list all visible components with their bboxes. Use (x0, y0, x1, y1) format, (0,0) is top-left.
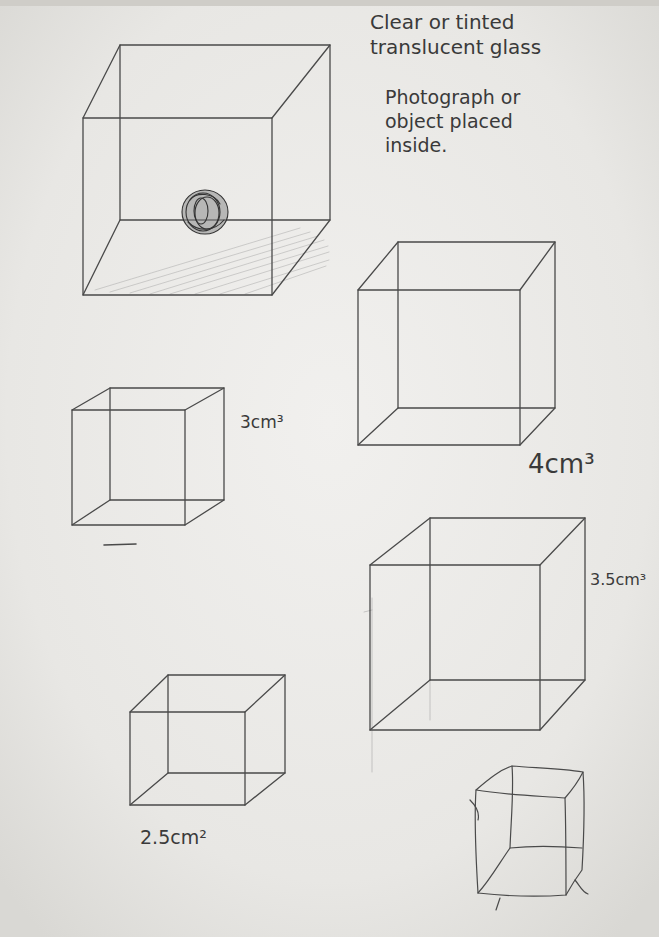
dimension-label: 4cm³ (528, 448, 595, 481)
glass-cube-large (83, 45, 330, 295)
freehand-cube (470, 766, 588, 910)
construction-lines (364, 598, 430, 772)
glass-cube-2-5cm (130, 675, 285, 805)
dimension-label: 3.5cm³ (590, 570, 646, 590)
page-edge (0, 0, 659, 6)
cube-shading (95, 228, 329, 294)
glass-cube-3-5cm (364, 518, 585, 772)
glass-cube-4cm (358, 242, 555, 445)
underline-mark (104, 544, 136, 545)
handwritten-note: Clear or tinted translucent glass (370, 10, 585, 60)
dimension-label: 2.5cm² (140, 826, 207, 850)
object-inside (182, 190, 228, 234)
glass-cube-3cm (72, 388, 224, 545)
dimension-label: 3cm³ (240, 412, 284, 433)
handwritten-note: Photograph or object placed inside. (385, 86, 570, 157)
